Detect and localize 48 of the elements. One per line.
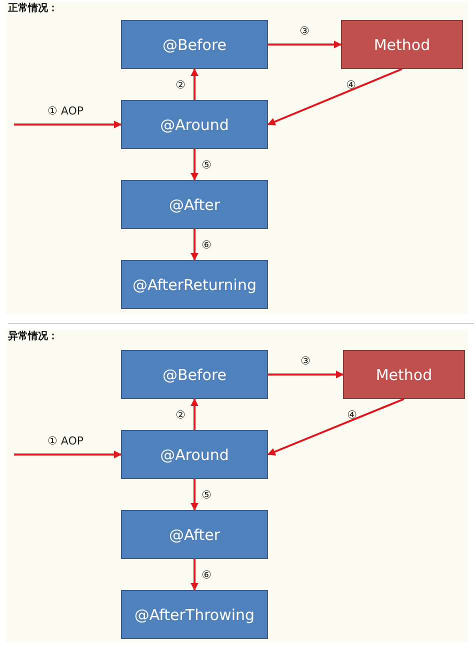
edge-label: ⑤ — [202, 158, 212, 171]
edge-label: ⑤ — [202, 488, 212, 501]
box-label: Method — [376, 366, 432, 384]
box-label: @AfterThrowing — [134, 606, 255, 624]
arrow — [267, 68, 402, 126]
method-box — [341, 20, 463, 69]
arrow — [14, 450, 122, 458]
edge-label: ② — [176, 408, 186, 421]
annotation-box — [121, 100, 268, 149]
arrow — [267, 398, 404, 456]
section-heading: 正常情况： — [8, 2, 58, 15]
box-label: @Around — [160, 116, 229, 134]
edge-label: ④ — [346, 78, 356, 92]
arrow — [190, 229, 198, 261]
method-box — [343, 350, 465, 399]
annotation-box — [121, 510, 268, 559]
edge-label: ⑥ — [202, 568, 212, 581]
arrow — [190, 68, 198, 100]
box-label: @AfterReturning — [132, 276, 256, 294]
annotation-box — [121, 590, 268, 639]
edge-label: ③ — [300, 24, 310, 37]
edge-label: ① AOP — [48, 104, 84, 117]
box-label: @Before — [162, 366, 227, 384]
arrow — [190, 559, 198, 591]
box-label: @After — [168, 196, 220, 214]
section-panel — [6, 2, 468, 314]
annotation-box — [121, 180, 268, 229]
box-label: @Around — [160, 446, 229, 464]
arrow — [268, 370, 344, 378]
edge-label: ② — [176, 78, 186, 91]
section-heading: 异常情况： — [8, 330, 58, 343]
edge-label: ① AOP — [48, 434, 84, 447]
edge-label: ③ — [300, 354, 310, 367]
annotation-box — [121, 350, 268, 399]
arrow — [190, 479, 198, 511]
section-panel — [6, 330, 468, 642]
arrow — [14, 120, 122, 128]
annotation-box — [121, 430, 268, 479]
annotation-box — [121, 20, 268, 69]
edge-label: ④ — [347, 408, 357, 422]
box-label: @Before — [162, 36, 227, 54]
annotation-box — [121, 260, 268, 309]
box-label: @After — [168, 526, 220, 544]
box-label: Method — [374, 36, 430, 54]
arrow — [268, 40, 342, 48]
arrow — [190, 398, 198, 430]
arrow — [190, 149, 198, 181]
edge-label: ⑥ — [202, 238, 212, 251]
